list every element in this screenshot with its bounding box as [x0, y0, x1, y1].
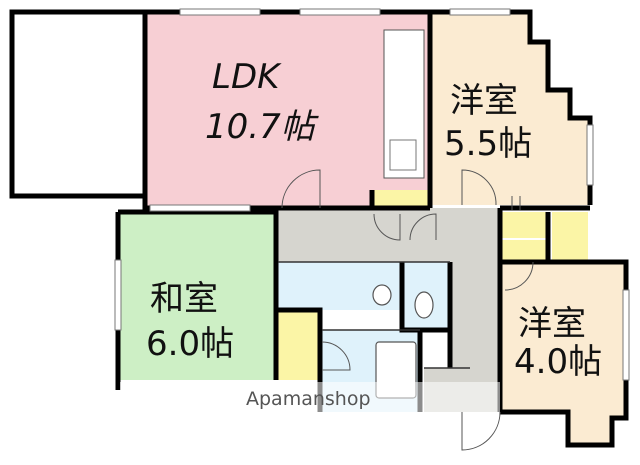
- western-room-2-size: 4.0帖: [514, 342, 602, 382]
- storage-ldk: [372, 190, 430, 208]
- toilet-icon: [414, 291, 434, 319]
- washitsu-name: 和室: [150, 279, 218, 319]
- western-room-2-name: 洋室: [518, 304, 586, 344]
- washitsu-floor: [118, 212, 276, 380]
- western-room-1-name: 洋室: [450, 81, 518, 121]
- western-room-1-floor: [430, 12, 590, 205]
- watermark-band: [120, 382, 500, 412]
- balcony-area: [12, 12, 145, 196]
- hallway-floor: [278, 208, 500, 412]
- storage-hall-2: [552, 212, 588, 260]
- watermark-logo: Apamanshop: [246, 388, 371, 410]
- storage-washitsu: [278, 312, 320, 380]
- ldk-size: 10.7帖: [205, 107, 320, 147]
- washbasin-icon: [372, 284, 392, 306]
- walls: [9, 9, 629, 448]
- ldk-floor: [145, 12, 430, 208]
- storage-hall-3: [502, 240, 548, 262]
- thin-walls: [278, 261, 470, 369]
- doors: [281, 169, 534, 451]
- kitchen-counter: [383, 29, 425, 179]
- ldk-name: LDK: [212, 57, 282, 97]
- kitchen-sink: [389, 139, 417, 171]
- western-room-2-floor: [500, 262, 626, 445]
- western-room-1-size: 5.5帖: [444, 124, 532, 164]
- washitsu-size: 6.0帖: [146, 324, 234, 364]
- storage-hall-1: [502, 212, 548, 238]
- windows: [114, 8, 630, 381]
